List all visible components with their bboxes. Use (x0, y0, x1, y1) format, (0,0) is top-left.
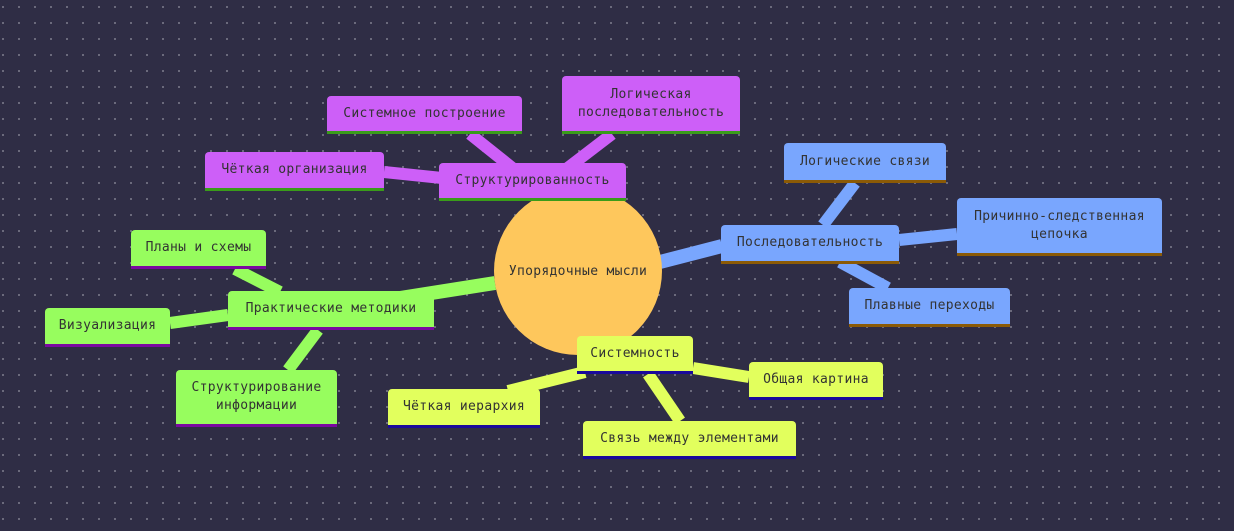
edge-b3c1 (169, 309, 229, 329)
leaf-label: Чёткая организация (221, 162, 368, 177)
leaf-label: Связь между элементами (600, 430, 779, 446)
edge-b2c2 (506, 366, 587, 397)
leaf-node[interactable]: Визуализация (45, 308, 170, 347)
branch-node-sequence[interactable]: Последовательность (721, 225, 899, 264)
leaf-node[interactable]: Чёткая иерархия (388, 389, 540, 428)
leaf-node[interactable]: Причинно-следственная цепочка (957, 198, 1162, 256)
edge-b3c0 (232, 263, 283, 298)
leaf-label: Плавные переходы (864, 298, 995, 313)
leaf-label: Причинно-следственная цепочка (974, 208, 1145, 242)
edge-b2c1 (643, 370, 685, 425)
leaf-label: Логические связи (799, 153, 931, 169)
branch-node-practical[interactable]: Практические методики (228, 291, 434, 330)
leaf-label: Логическая последовательность (577, 86, 725, 120)
edge-b1c1 (898, 228, 958, 246)
branch-label: Практические методики (245, 301, 417, 316)
leaf-node[interactable]: Связь между элементами (583, 421, 796, 459)
branch-node-system[interactable]: Системность (577, 336, 693, 374)
leaf-label: Системное построение (343, 105, 506, 121)
edge-b1c2 (837, 256, 891, 294)
leaf-node[interactable]: Общая картина (749, 362, 883, 400)
edge-b3c2 (283, 326, 323, 374)
leaf-node[interactable]: Чёткая организация (205, 152, 384, 191)
leaf-label: Общая картина (763, 371, 869, 387)
leaf-node[interactable]: Логические связи (784, 143, 946, 183)
leaf-node[interactable]: Структурирование информации (176, 370, 337, 427)
branch-label: Системность (590, 345, 680, 361)
leaf-node[interactable]: Логическая последовательность (562, 76, 740, 134)
edge-b2c0 (692, 362, 750, 383)
edge-b0c2 (383, 166, 443, 184)
branch-node-structure[interactable]: Структурированность (439, 163, 626, 201)
root-node[interactable]: Упорядочные мысли (494, 187, 662, 355)
leaf-node[interactable]: Системное построение (327, 96, 522, 134)
edge-b1c0 (818, 179, 860, 229)
leaf-label: Планы и схемы (145, 240, 252, 255)
branch-label: Структурированность (455, 172, 610, 188)
root-node-label: Упорядочные мысли (508, 263, 648, 279)
leaf-label: Чёткая иерархия (403, 399, 525, 414)
branch-label: Последовательность (736, 235, 884, 250)
leaf-node[interactable]: Плавные переходы (849, 288, 1010, 327)
edge-b1 (658, 239, 724, 269)
leaf-label: Структурирование информации (191, 380, 322, 413)
leaf-label: Визуализация (58, 318, 157, 333)
leaf-node[interactable]: Планы и схемы (131, 230, 266, 269)
